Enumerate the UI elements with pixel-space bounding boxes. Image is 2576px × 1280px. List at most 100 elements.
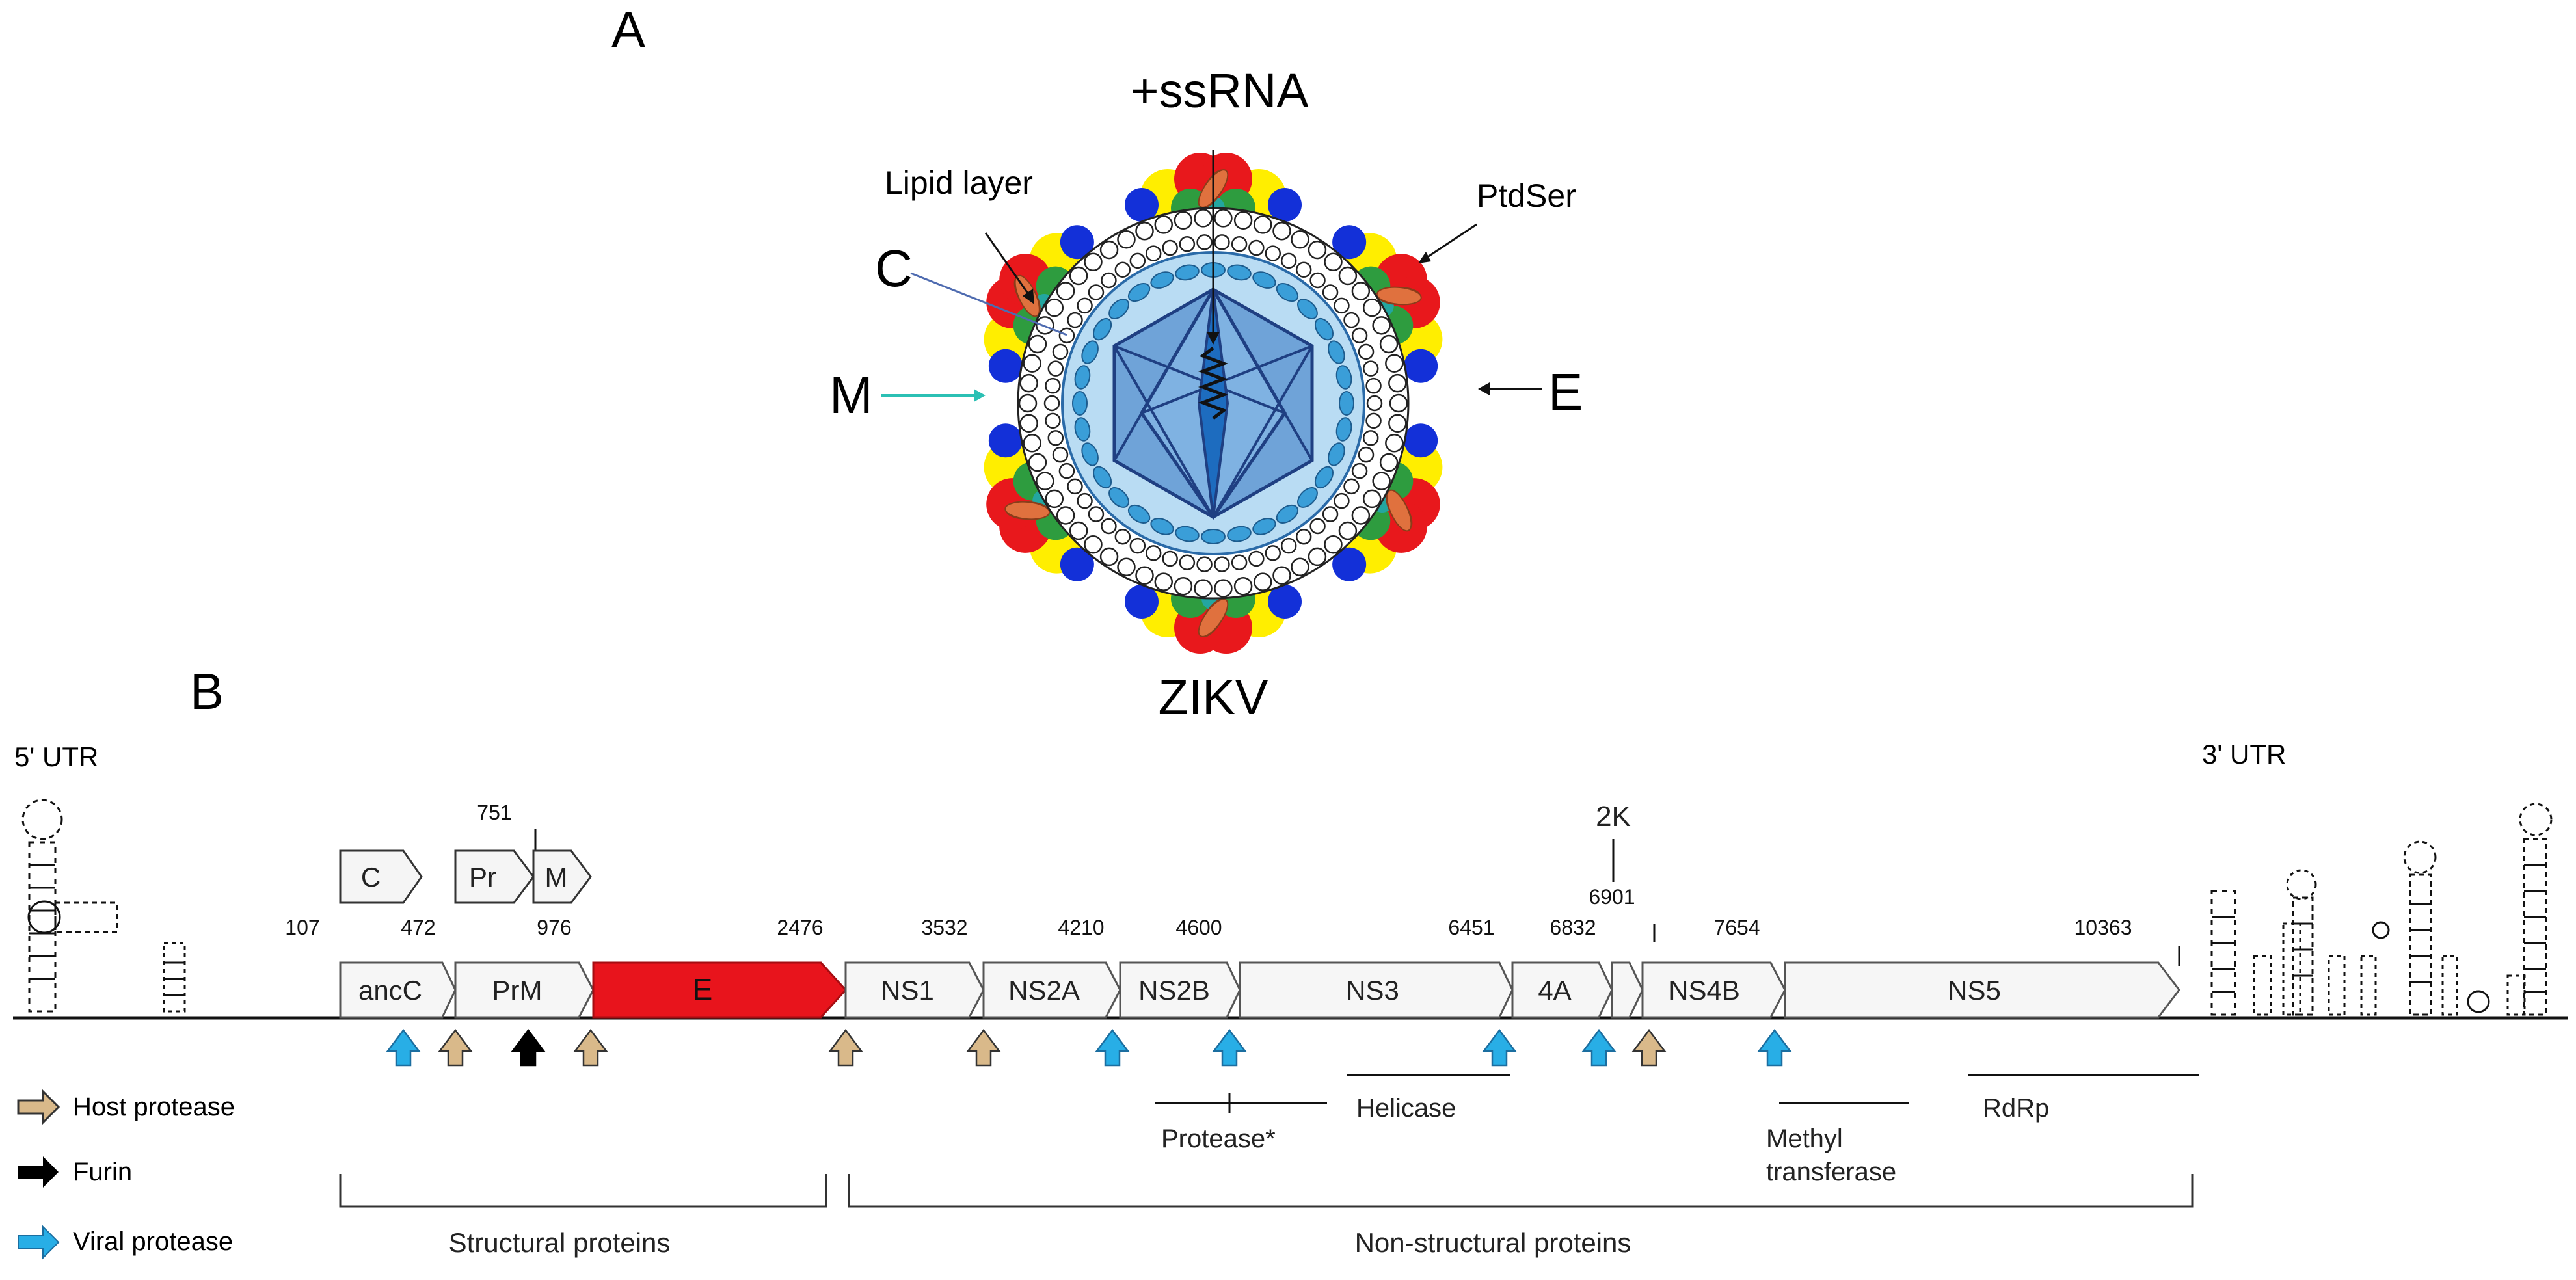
lipid-head: [1358, 343, 1375, 360]
lipid-head: [1196, 234, 1213, 250]
lipid-head: [1343, 312, 1360, 328]
m-protein-label: M: [829, 366, 873, 424]
m-box-label: M: [545, 862, 568, 892]
capsid-protein: [1074, 365, 1091, 390]
lipid-head: [1069, 266, 1088, 286]
utr3-stem-loops: [2210, 803, 2553, 1016]
viral-protease-cleavage-arrow-icon: [1482, 1028, 1517, 1067]
cleavage-sites: [386, 1028, 1792, 1067]
lipid-head: [1379, 334, 1399, 354]
envelope-protein: [988, 423, 1023, 458]
lipid-head: [1056, 506, 1075, 525]
lipid-head: [1056, 282, 1075, 300]
lipid-head: [1385, 434, 1404, 453]
legend-host-protease-label: Host protease: [73, 1093, 235, 1121]
lipid-layer-arrow: [984, 232, 1032, 299]
lipid-head: [1052, 343, 1069, 360]
host-protease-cleavage-arrow-icon: [828, 1028, 863, 1067]
lipid-head: [1231, 554, 1248, 570]
c-box-label: C: [361, 862, 381, 892]
capsid-protein: [1108, 299, 1129, 319]
lipid-head: [1045, 298, 1064, 317]
lipid-head: [1045, 489, 1064, 509]
lipid-head: [1338, 266, 1358, 286]
group-brackets: [339, 1174, 2194, 1208]
envelope-protein: [1268, 188, 1302, 222]
legend: Host protease Furin Viral protease: [17, 1089, 235, 1260]
methyl-domain-label: Methyl: [1766, 1125, 1843, 1153]
lipid-head: [1214, 234, 1230, 250]
viral-protease-cleavage-arrow-icon: [1581, 1028, 1617, 1067]
position-3532: 3532: [921, 916, 967, 939]
capsid-protein: [1252, 518, 1276, 535]
capsid-protein: [1081, 340, 1099, 364]
lipid-head: [1084, 535, 1103, 554]
panel-a-label: A: [611, 1, 645, 58]
nonstructural-proteins-label: Non-structural proteins: [1355, 1227, 1631, 1258]
lipid-head: [1389, 393, 1408, 413]
panel-b-label: B: [190, 663, 224, 720]
rna-genome-coil: [1198, 347, 1229, 420]
lipid-head: [1214, 556, 1230, 572]
lipid-head: [1101, 272, 1117, 289]
host-protease-cleavage-arrow-icon: [438, 1028, 473, 1067]
gene-NS4B: [1641, 961, 1786, 1019]
upper-boxes: [339, 849, 592, 904]
lipid-head: [1265, 245, 1281, 261]
viral-protease-cleavage-arrow-icon: [1757, 1028, 1792, 1067]
utr5-label: 5' UTR: [14, 741, 98, 772]
capsid-protein: [1252, 271, 1276, 289]
lipid-head: [1135, 221, 1154, 241]
gene-NS2B: [1119, 961, 1241, 1019]
ptdser-molecule: [1386, 489, 1412, 532]
gene-E-label: E: [693, 972, 713, 1006]
lipid-head: [1154, 215, 1174, 234]
lipid-head: [1365, 412, 1382, 429]
lipid-head: [1129, 537, 1146, 554]
capsid-proteins: [1072, 262, 1354, 544]
capsid-protein: [1335, 417, 1352, 442]
lipid-head: [1179, 236, 1196, 252]
lipid-head: [1379, 453, 1399, 472]
gene-ancC: [339, 961, 457, 1019]
lipid-head: [1351, 282, 1371, 300]
lipid-head: [1174, 211, 1193, 230]
gene-NS2A-label: NS2A: [1008, 975, 1080, 1006]
lipid-head: [1372, 472, 1391, 490]
lipid-head: [1351, 506, 1371, 525]
capsid-protein: [1328, 442, 1345, 466]
lipid-head: [1231, 236, 1248, 252]
gene-E: [592, 961, 848, 1019]
lipid-head: [1334, 297, 1350, 314]
gene-prM: [454, 961, 595, 1019]
lipid-head: [1179, 554, 1196, 570]
lipid-head: [1214, 209, 1233, 228]
ssrna-label: +ssRNA: [1131, 64, 1309, 118]
viral-protease-arrow-icon: [18, 1225, 60, 1260]
lipid-head: [1322, 284, 1339, 300]
lipid-head: [1194, 579, 1213, 598]
lipid-head: [1334, 492, 1350, 509]
lipid-head: [1052, 446, 1069, 463]
lipid-head: [1233, 211, 1253, 230]
gene-prM-label: PrM: [492, 975, 543, 1006]
envelope-protein: [1125, 585, 1159, 619]
gene-NS1: [844, 961, 985, 1019]
capsid-protein: [1092, 317, 1112, 341]
lipid-head: [1388, 373, 1407, 393]
position-751: 751: [477, 801, 511, 824]
lipid-head: [1023, 354, 1041, 373]
position-4600: 4600: [1175, 916, 1222, 939]
envelope-protein: [1404, 349, 1438, 383]
lipid-head: [1358, 446, 1375, 463]
lipid-head: [1309, 518, 1326, 535]
capsid-protein: [1339, 391, 1354, 416]
lipid-head: [1291, 557, 1309, 577]
lipid-head: [1233, 576, 1253, 596]
lipid-head: [1308, 547, 1327, 567]
lipid-head: [1099, 547, 1119, 567]
lipid-head: [1043, 395, 1060, 412]
host-protease-cleavage-arrow-icon: [573, 1028, 608, 1067]
lipid-head: [1338, 521, 1358, 540]
lipid-head: [1019, 373, 1038, 393]
